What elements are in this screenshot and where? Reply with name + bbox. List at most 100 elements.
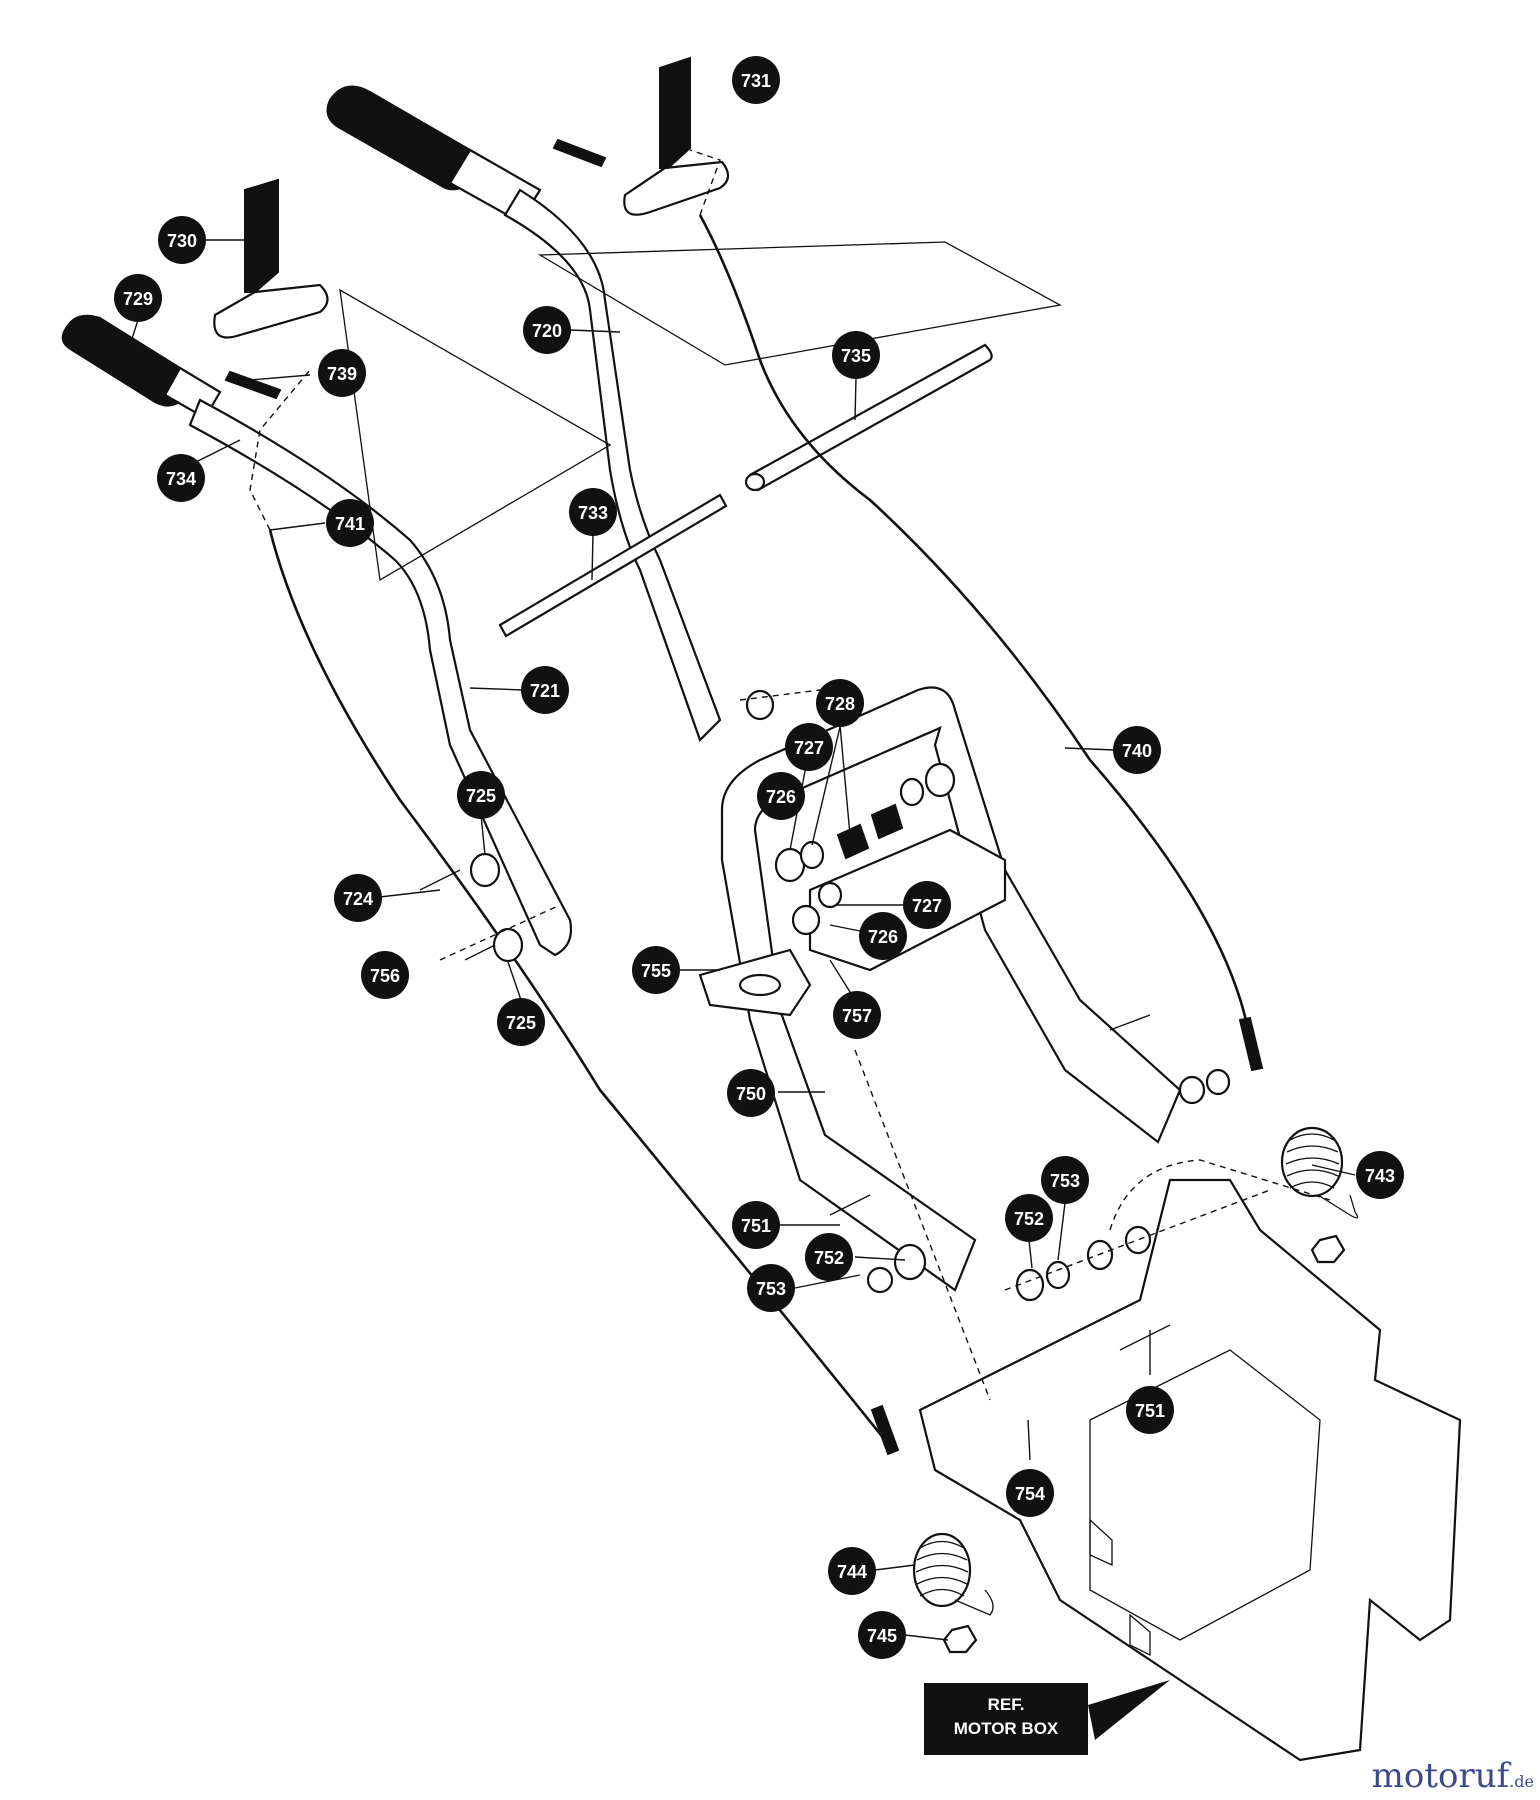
hidden-line-3 [439, 904, 561, 961]
svg-text:735: 735 [841, 346, 871, 366]
callout-752-left: 752 [805, 1233, 853, 1281]
svg-text:757: 757 [842, 1006, 872, 1026]
ref-label-line2: MOTOR BOX [953, 1719, 1059, 1738]
svg-text:724: 724 [343, 889, 373, 909]
washers-725 [469, 852, 524, 963]
assembly-outline-right [537, 241, 1062, 366]
callout-745: 745 [858, 1611, 906, 1659]
pin-739-plate [224, 370, 282, 400]
svg-text:727: 727 [794, 738, 824, 758]
callout-721: 721 [521, 666, 569, 714]
svg-text:755: 755 [641, 961, 671, 981]
motor-box-window-2 [1129, 1613, 1151, 1657]
spring-744 [912, 1532, 994, 1616]
svg-text:720: 720 [532, 321, 562, 341]
bolts [419, 869, 1171, 1351]
svg-text:743: 743 [1365, 1166, 1395, 1186]
callout-753-left: 753 [747, 1264, 795, 1312]
callout-744: 744 [828, 1547, 876, 1595]
hidden-line-4 [739, 689, 821, 701]
callout-729: 729 [114, 274, 162, 322]
svg-text:730: 730 [167, 231, 197, 251]
svg-text:752: 752 [814, 1248, 844, 1268]
svg-text:727: 727 [912, 896, 942, 916]
grip-left [61, 314, 222, 420]
crossbar-733 [498, 493, 728, 638]
svg-text:726: 726 [868, 927, 898, 947]
lever-bracket-left [213, 283, 329, 339]
cable-741-hidden [249, 369, 311, 531]
svg-text:751: 751 [741, 1216, 771, 1236]
svg-text:726: 726 [766, 787, 796, 807]
svg-text:751: 751 [1135, 1401, 1165, 1421]
callout-727-top: 727 [785, 723, 833, 771]
watermark-logo: motoruf.de [1372, 1756, 1534, 1796]
ferrule-740 [1238, 1016, 1264, 1072]
spacer-728 [836, 803, 904, 860]
upper-handle-left [188, 398, 573, 957]
ref-label-line1: REF. [987, 1695, 1025, 1714]
callout-724: 724 [334, 874, 382, 922]
trigger-lever-731 [659, 56, 691, 169]
callout-734: 734 [157, 454, 205, 502]
callout-720: 720 [523, 306, 571, 354]
watermark-name: motoruf [1371, 1756, 1510, 1796]
hidden-line-2 [1004, 1189, 1271, 1291]
callout-741: 741 [326, 499, 374, 547]
svg-text:753: 753 [1050, 1171, 1080, 1191]
motor-box-window-1 [1089, 1518, 1113, 1567]
callout-750: 750 [727, 1069, 775, 1117]
callout-731: 731 [732, 56, 780, 104]
svg-text:752: 752 [1014, 1209, 1044, 1229]
callout-730: 730 [158, 216, 206, 264]
svg-text:744: 744 [837, 1562, 867, 1582]
svg-text:731: 731 [741, 71, 771, 91]
callout-753-right: 753 [1041, 1156, 1089, 1204]
ref-motor-box-label: REF. MOTOR BOX [924, 1683, 1088, 1755]
callout-751-left: 751 [732, 1201, 780, 1249]
callout-757: 757 [833, 991, 881, 1039]
lower-handle-750 [720, 686, 1182, 1292]
trigger-lever-730 [244, 178, 279, 293]
washers-726-727 [745, 689, 956, 936]
callout-751-right: 751 [1126, 1386, 1174, 1434]
callout-725-top: 725 [457, 771, 505, 819]
lever-bracket-right [623, 160, 730, 216]
upper-handle-right [503, 188, 722, 743]
motor-box [918, 1178, 1462, 1762]
callout-726-bottom: 726 [859, 912, 907, 960]
motor-box-hidden-edge [1109, 1159, 1331, 1231]
svg-text:745: 745 [867, 1626, 897, 1646]
callout-725-bottom: 725 [497, 998, 545, 1046]
svg-text:750: 750 [736, 1084, 766, 1104]
svg-text:728: 728 [825, 694, 855, 714]
svg-text:739: 739 [327, 364, 357, 384]
spring-743 [1280, 1126, 1359, 1219]
hidden-line-1 [854, 1049, 991, 1401]
svg-text:725: 725 [506, 1013, 536, 1033]
callouts: 731 730 729 739 734 741 720 735 733 721 … [114, 56, 1404, 1659]
callout-726-top: 726 [757, 772, 805, 820]
washers-752-753 [866, 1068, 1231, 1302]
callout-727-bottom: 727 [903, 881, 951, 929]
callout-743: 743 [1356, 1151, 1404, 1199]
svg-text:729: 729 [123, 289, 153, 309]
callout-756: 756 [361, 951, 409, 999]
svg-text:725: 725 [466, 786, 496, 806]
svg-text:734: 734 [166, 469, 196, 489]
callout-733: 733 [569, 488, 617, 536]
callout-728: 728 [816, 679, 864, 727]
watermark-suffix: .de [1509, 1772, 1534, 1791]
callout-752-right: 752 [1005, 1194, 1053, 1242]
svg-text:756: 756 [370, 966, 400, 986]
cable-740 [698, 214, 1252, 1041]
callout-740: 740 [1113, 726, 1161, 774]
callout-739: 739 [318, 349, 366, 397]
svg-text:733: 733 [578, 503, 608, 523]
callout-735: 735 [832, 331, 880, 379]
pin-plate-right [552, 138, 607, 168]
svg-text:741: 741 [335, 514, 365, 534]
svg-text:753: 753 [756, 1279, 786, 1299]
svg-text:740: 740 [1122, 741, 1152, 761]
